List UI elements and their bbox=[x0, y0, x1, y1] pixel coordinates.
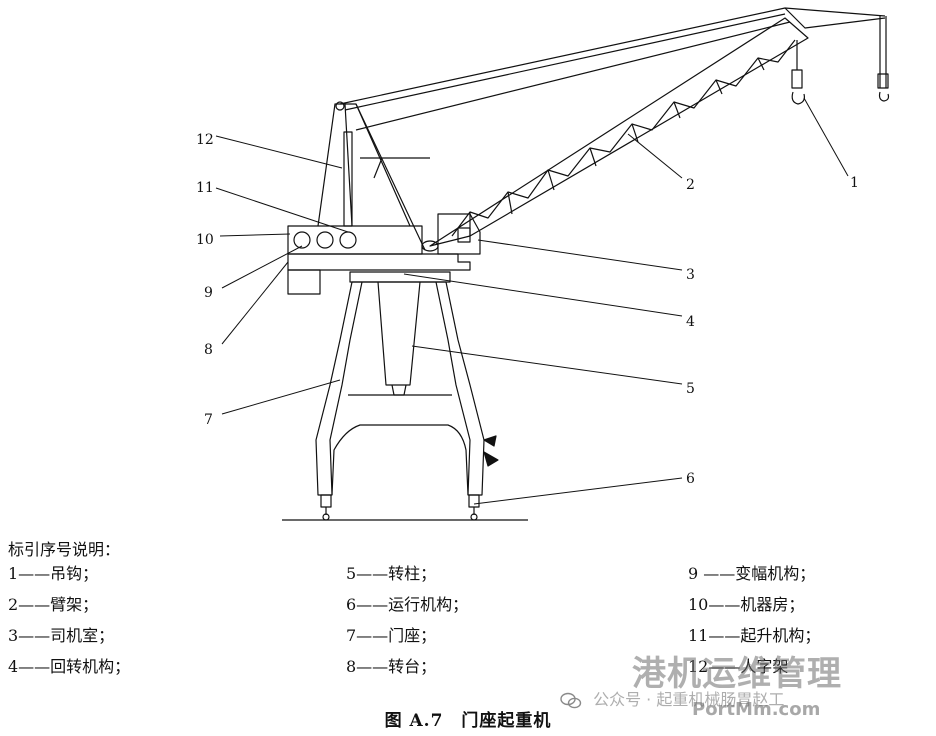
leader-lines bbox=[215, 97, 849, 505]
watermark-title: 港机运维管理 bbox=[632, 654, 842, 694]
turntable bbox=[287, 253, 471, 271]
callout-8: 8 bbox=[204, 342, 213, 358]
figure-caption: 图 A.7 门座起重机 bbox=[384, 711, 552, 731]
legend-item: 11——起升机构； bbox=[688, 626, 821, 645]
slewing-column bbox=[377, 281, 421, 386]
watermark-url: PortMm.com bbox=[692, 699, 821, 720]
legend-item: 2——臂架； bbox=[8, 595, 99, 614]
watermark-line: 公众号 · 起重机械肠胃赵工 bbox=[560, 686, 784, 710]
callout-6: 6 bbox=[686, 471, 695, 487]
watermark-account: 公众号 · 起重机械肠胃赵工 bbox=[593, 690, 785, 709]
callout-3: 3 bbox=[686, 267, 695, 283]
legend-item: 1——吊钩； bbox=[8, 564, 99, 583]
boom bbox=[421, 17, 809, 252]
hook bbox=[791, 40, 890, 105]
callout-2: 2 bbox=[686, 177, 695, 193]
legend-title: 标引序号说明： bbox=[8, 540, 121, 559]
machine-house bbox=[287, 225, 423, 255]
a-frame bbox=[317, 103, 353, 227]
callout-11: 11 bbox=[196, 180, 214, 196]
callout-labels: 1 2 3 4 5 6 7 8 9 10 11 12 bbox=[196, 132, 859, 487]
legend-item: 9 ——变幅机构； bbox=[688, 564, 816, 583]
luffing-drum bbox=[293, 231, 311, 249]
crane-diagram: 1 2 3 4 5 6 7 8 9 10 11 12 bbox=[196, 7, 890, 521]
legend-item: 6——运行机构； bbox=[346, 595, 469, 614]
legend-item: 4——回转机构； bbox=[8, 657, 131, 676]
legend-item: 8——转台； bbox=[346, 657, 437, 676]
callout-10: 10 bbox=[196, 232, 214, 248]
callout-7: 7 bbox=[204, 412, 213, 428]
callout-5: 5 bbox=[686, 381, 695, 397]
legend-item: 12——人字架 bbox=[688, 657, 789, 676]
callout-12: 12 bbox=[196, 132, 214, 148]
legend-item: 10——机器房； bbox=[688, 595, 805, 614]
legend-item: 5——转柱； bbox=[346, 564, 437, 583]
legend-item: 7——门座； bbox=[346, 626, 437, 645]
travel-mechanism bbox=[320, 494, 480, 521]
callout-4: 4 bbox=[686, 314, 695, 330]
callout-9: 9 bbox=[204, 285, 213, 301]
callout-1: 1 bbox=[850, 175, 859, 191]
legend-item: 3——司机室； bbox=[8, 626, 115, 645]
hoist-drum bbox=[339, 231, 357, 249]
slewing-ring bbox=[349, 271, 451, 283]
wechat-icon bbox=[560, 692, 582, 708]
